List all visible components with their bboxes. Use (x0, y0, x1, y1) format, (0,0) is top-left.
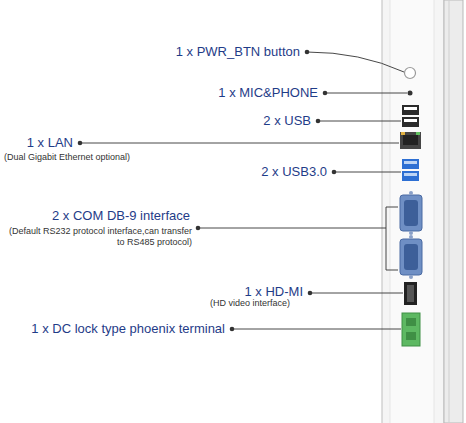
port-label: 1 x HD-MI (245, 284, 304, 299)
port-label: 1 x LAN (27, 135, 73, 150)
port-label: 2 x USB3.0 (261, 164, 327, 179)
port-label: 1 x DC lock type phoenix terminal (31, 321, 225, 336)
port-label: 2 x COM DB-9 interface (52, 208, 190, 223)
port-label: 1 x PWR_BTN button (176, 44, 300, 59)
port-note: (Dual Gigabit Ethernet optional) (4, 152, 130, 163)
port-label: 2 x USB (263, 113, 311, 128)
port-note: (Default RS232 protocol interface,can tr… (6, 226, 192, 248)
port-label: 1 x MIC&PHONE (218, 85, 318, 100)
port-note: (HD video interface) (210, 298, 290, 309)
